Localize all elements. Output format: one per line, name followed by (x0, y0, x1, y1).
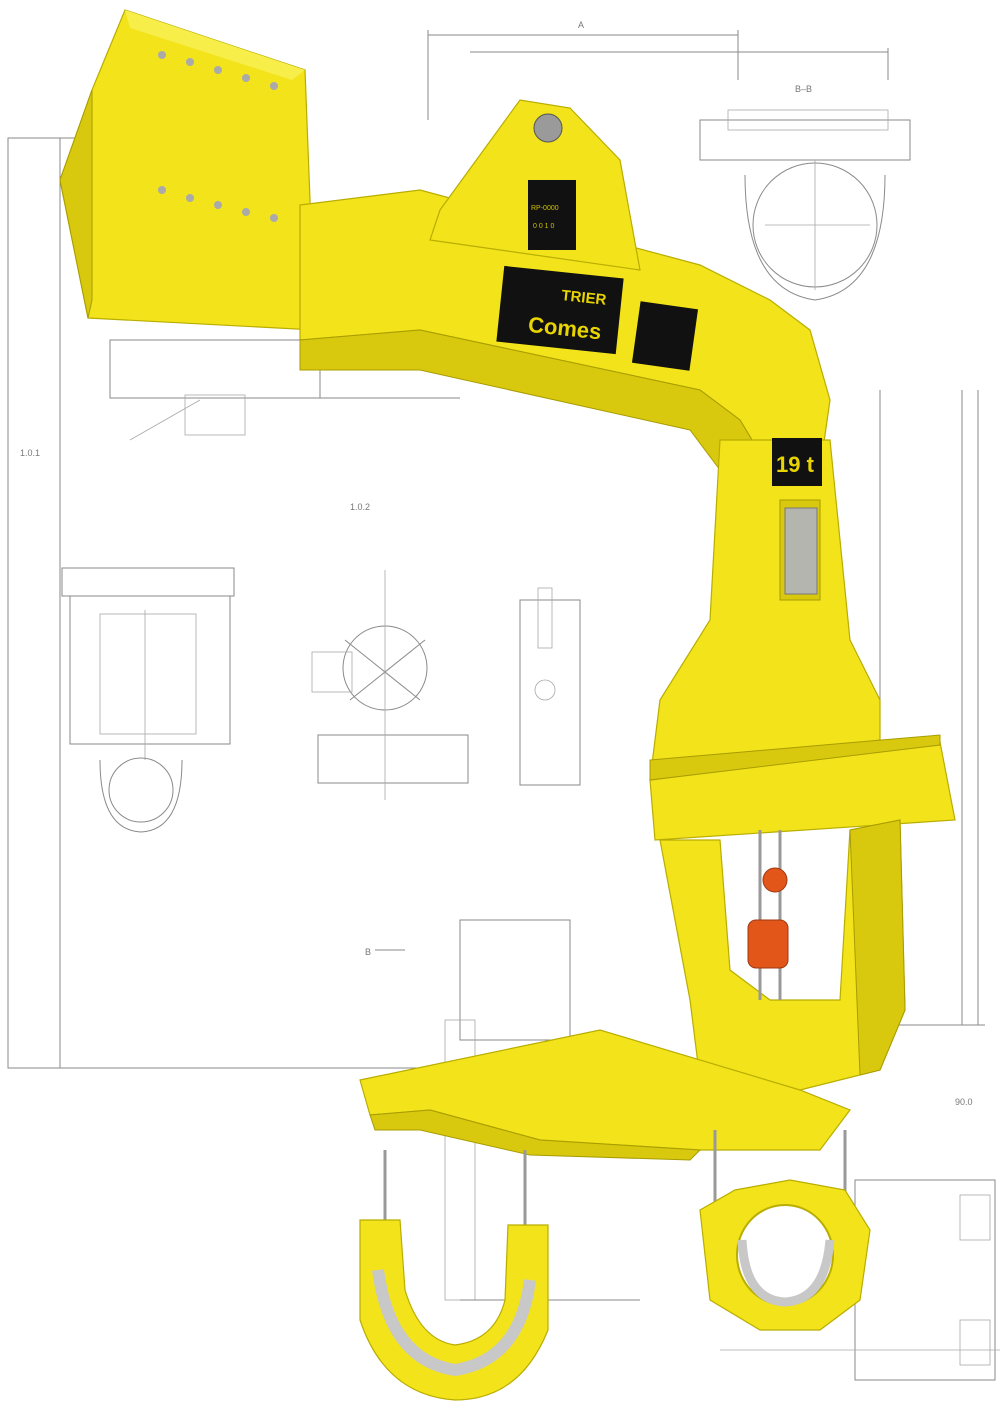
chain-hoist (747, 919, 789, 969)
drawing-ref-1: 1.0.1 (20, 448, 40, 458)
capacity-plate-text: 19 t (776, 452, 815, 477)
serial-plate-top: RP-0000 (531, 205, 559, 212)
drawing-ref-2: 1.0.2 (350, 502, 370, 512)
serial-plate (528, 180, 576, 250)
specification-plate (784, 507, 818, 595)
bolt-rows (158, 51, 278, 222)
hoist-hook (762, 867, 788, 893)
counterweight-block (59, 9, 316, 331)
right-clamp-liner (737, 1239, 835, 1307)
brand-plate (496, 265, 624, 355)
section-b-marker: B (365, 947, 371, 957)
serial-plate-bottom: 0 0 1 0 (533, 223, 555, 230)
vertical-column (649, 439, 881, 781)
drawing-ref-3: 90.0 (955, 1097, 973, 1107)
left-saddle-liner (372, 1269, 536, 1377)
dimension-label-a: A (578, 20, 584, 30)
brand-plate-top-text: TRIER (561, 287, 608, 309)
capacity-plate (772, 438, 822, 486)
section-bb-label: B–B (795, 84, 812, 94)
info-plate (631, 301, 699, 371)
lifting-eye-pin (533, 113, 563, 143)
